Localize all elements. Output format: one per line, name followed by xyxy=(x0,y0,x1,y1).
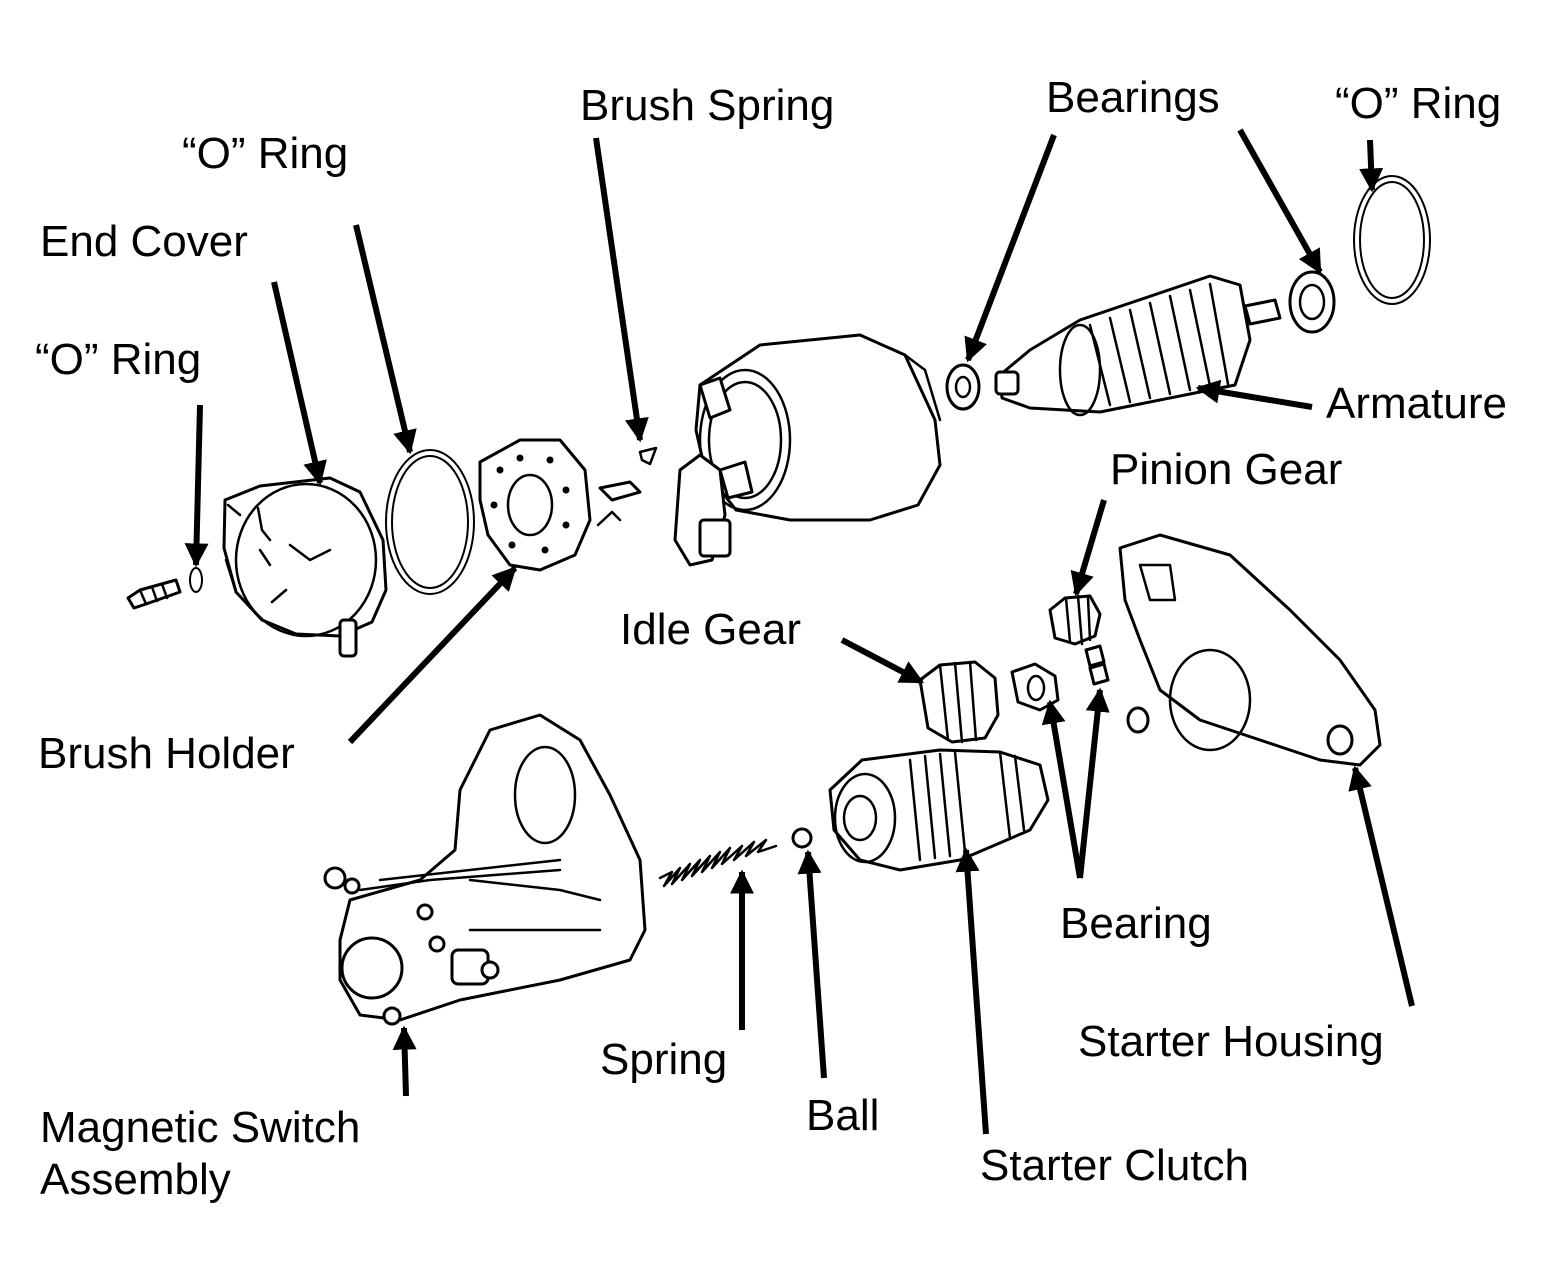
arrow-starter-housing xyxy=(1348,765,1415,1007)
arrow-o-ring-top-right xyxy=(1359,139,1384,193)
arrow-end-cover xyxy=(271,281,327,486)
label-armature: Armature xyxy=(1326,379,1507,428)
magnetic-switch-assembly-part xyxy=(323,713,647,1026)
label-o-ring-left: “O” Ring xyxy=(35,335,202,384)
o-ring-top-right-part xyxy=(1353,175,1431,305)
label-end-cover: End Cover xyxy=(40,217,248,266)
spring-part xyxy=(658,838,778,888)
arrow-bearings-front xyxy=(964,133,1057,363)
starter-housing-part xyxy=(1118,533,1382,767)
arrow-brush-holder xyxy=(347,565,518,745)
label-magnetic-switch-line2: Assembly xyxy=(40,1155,231,1204)
label-spring: Spring xyxy=(600,1035,728,1084)
bearing-front-part xyxy=(945,363,981,411)
label-starter-housing: Starter Housing xyxy=(1078,1017,1384,1066)
label-ball: Ball xyxy=(806,1091,880,1140)
brush-holder-part xyxy=(478,438,642,572)
bearing-rear-part xyxy=(1288,270,1336,334)
arrow-bearing-b xyxy=(1077,687,1110,879)
label-idle-gear: Idle Gear xyxy=(620,605,801,654)
o-ring-upper-part xyxy=(385,449,475,595)
label-brush-holder: Brush Holder xyxy=(38,729,295,778)
arrow-armature xyxy=(1195,379,1313,410)
arrow-brush-spring xyxy=(593,137,649,443)
ball-part xyxy=(791,827,813,849)
arrow-ball xyxy=(797,849,827,1079)
arrow-magnetic-switch xyxy=(392,1025,417,1097)
arrow-idle-gear xyxy=(840,637,925,685)
brush-spring-part xyxy=(638,446,658,466)
leader-arrows xyxy=(184,128,1415,1135)
label-starter-clutch: Starter Clutch xyxy=(980,1141,1249,1190)
end-cover-part xyxy=(222,476,388,658)
label-magnetic-switch-line1: Magnetic Switch xyxy=(40,1103,361,1152)
pinion-gear-part xyxy=(1048,594,1102,646)
starter-clutch-part xyxy=(828,748,1050,872)
o-ring-left-part xyxy=(189,567,203,593)
armature-part xyxy=(994,274,1282,417)
label-o-ring-upper: “O” Ring xyxy=(182,129,349,178)
bearing-parts xyxy=(1010,644,1110,712)
arrow-o-ring-left xyxy=(184,404,209,568)
label-pinion-gear: Pinion Gear xyxy=(1110,445,1343,494)
label-bearing: Bearing xyxy=(1060,899,1212,948)
arrow-o-ring-upper xyxy=(353,224,417,455)
label-bearings: Bearings xyxy=(1046,73,1220,122)
arrow-bearing-a xyxy=(1041,699,1083,879)
label-brush-spring: Brush Spring xyxy=(580,81,835,130)
yoke-part xyxy=(673,333,942,567)
arrow-bearings-rear xyxy=(1237,128,1323,275)
arrow-pinion-gear xyxy=(1070,499,1107,597)
bolt-part xyxy=(126,578,182,610)
idle-gear-part xyxy=(918,660,1000,744)
label-o-ring-top-right: “O” Ring xyxy=(1335,79,1502,128)
arrow-starter-clutch xyxy=(955,847,989,1135)
